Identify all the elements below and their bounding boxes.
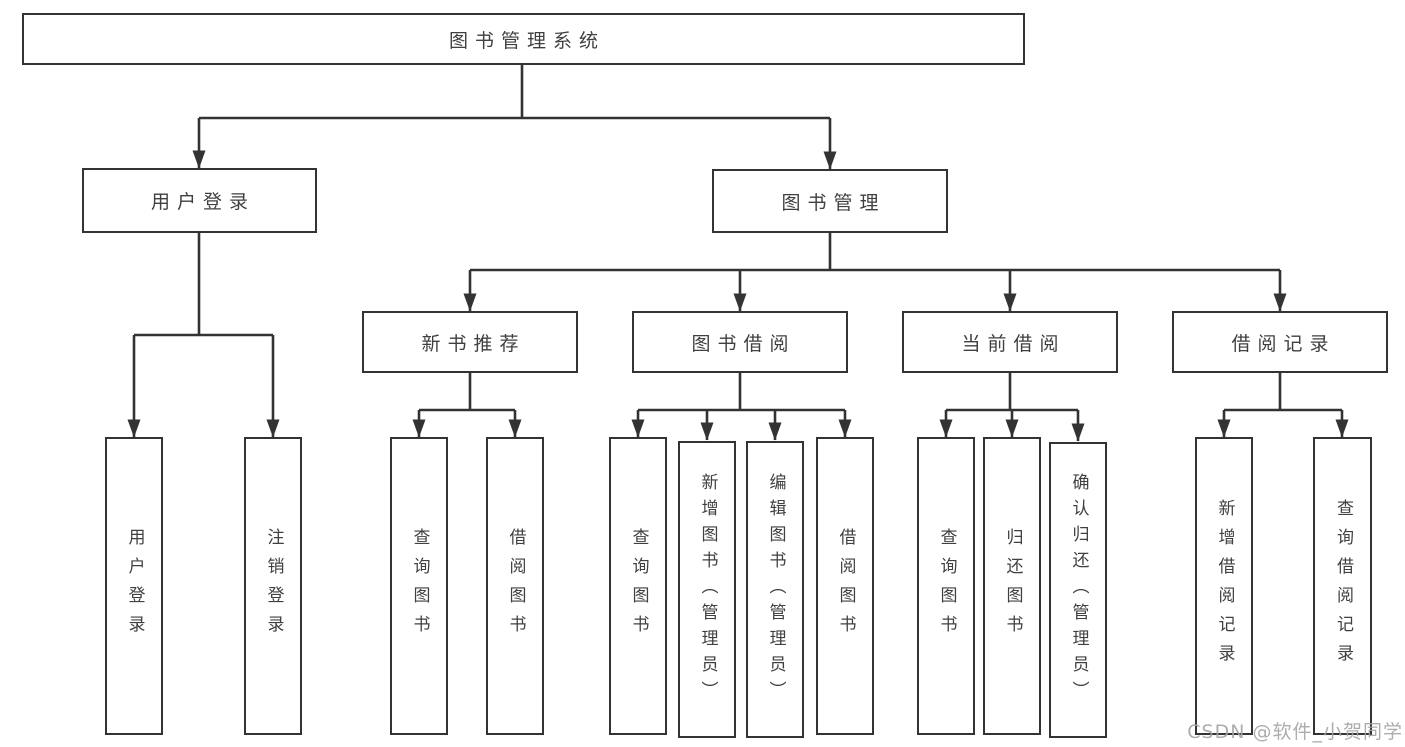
leaf-borrow-books-recommend-label: 借阅图书 xyxy=(505,528,526,644)
leaf-user-login-label: 用户登录 xyxy=(124,528,145,644)
node-current-borrow: 当前借阅 xyxy=(902,311,1118,373)
watermark: CSDN @软件_小贺同学 xyxy=(1187,721,1403,743)
connector-user-login-children xyxy=(127,233,280,438)
leaf-confirm-return-admin: 确认归还（管理员） xyxy=(1049,442,1107,738)
leaf-confirm-return-admin-label: 确认归还（管理员） xyxy=(1068,473,1089,707)
node-user-login: 用户登录 xyxy=(82,168,317,233)
leaf-return-books: 归还图书 xyxy=(983,437,1041,735)
node-borrow-records: 借阅记录 xyxy=(1172,311,1388,373)
leaf-query-books-current-label: 查询图书 xyxy=(936,528,957,644)
node-root: 图书管理系统 xyxy=(22,13,1025,65)
leaf-logout-label: 注销登录 xyxy=(263,528,284,644)
node-new-book-recommend: 新书推荐 xyxy=(362,311,578,373)
leaf-edit-book-admin-label: 编辑图书（管理员） xyxy=(765,472,786,707)
leaf-add-borrow-record: 新增借阅记录 xyxy=(1195,437,1253,735)
connector-new-book-children xyxy=(412,373,522,438)
node-book-management-label: 图书管理 xyxy=(781,191,886,214)
leaf-return-books-label: 归还图书 xyxy=(1002,528,1023,644)
leaf-borrow-books-label: 借阅图书 xyxy=(835,528,856,644)
leaf-query-borrow-record-label: 查询借阅记录 xyxy=(1333,499,1353,673)
leaf-query-books-recommend: 查询图书 xyxy=(390,437,448,735)
node-book-borrow: 图书借阅 xyxy=(632,311,848,373)
node-borrow-records-label: 借阅记录 xyxy=(1231,332,1336,355)
leaf-add-book-admin-label: 新增图书（管理员） xyxy=(697,472,718,707)
leaf-add-borrow-record-label: 新增借阅记录 xyxy=(1214,499,1235,673)
node-book-borrow-label: 图书借阅 xyxy=(691,332,796,355)
connector-current-borrow-children xyxy=(939,373,1085,442)
leaf-query-books-recommend-label: 查询图书 xyxy=(409,528,430,644)
node-user-login-label: 用户登录 xyxy=(150,191,255,213)
leaf-add-book-admin: 新增图书（管理员） xyxy=(678,441,736,738)
leaf-edit-book-admin: 编辑图书（管理员） xyxy=(746,441,804,738)
connector-book-management-children xyxy=(463,233,1287,312)
connector-root-to-level2 xyxy=(192,64,837,170)
leaf-user-login: 用户登录 xyxy=(105,437,163,735)
leaf-query-borrow-record: 查询借阅记录 xyxy=(1313,437,1372,735)
leaf-borrow-books: 借阅图书 xyxy=(816,437,874,735)
connector-book-borrow-children xyxy=(631,373,852,441)
node-new-book-recommend-label: 新书推荐 xyxy=(421,332,526,355)
node-current-borrow-label: 当前借阅 xyxy=(961,332,1066,355)
leaf-query-books-borrow-label: 查询图书 xyxy=(628,528,649,644)
node-book-management: 图书管理 xyxy=(712,169,948,233)
leaf-logout: 注销登录 xyxy=(244,437,302,735)
leaf-query-books-current: 查询图书 xyxy=(917,437,975,735)
node-root-label: 图书管理系统 xyxy=(448,29,605,52)
leaf-query-books-borrow: 查询图书 xyxy=(609,437,667,735)
connector-borrow-records-children xyxy=(1217,373,1349,438)
leaf-borrow-books-recommend: 借阅图书 xyxy=(486,437,544,735)
